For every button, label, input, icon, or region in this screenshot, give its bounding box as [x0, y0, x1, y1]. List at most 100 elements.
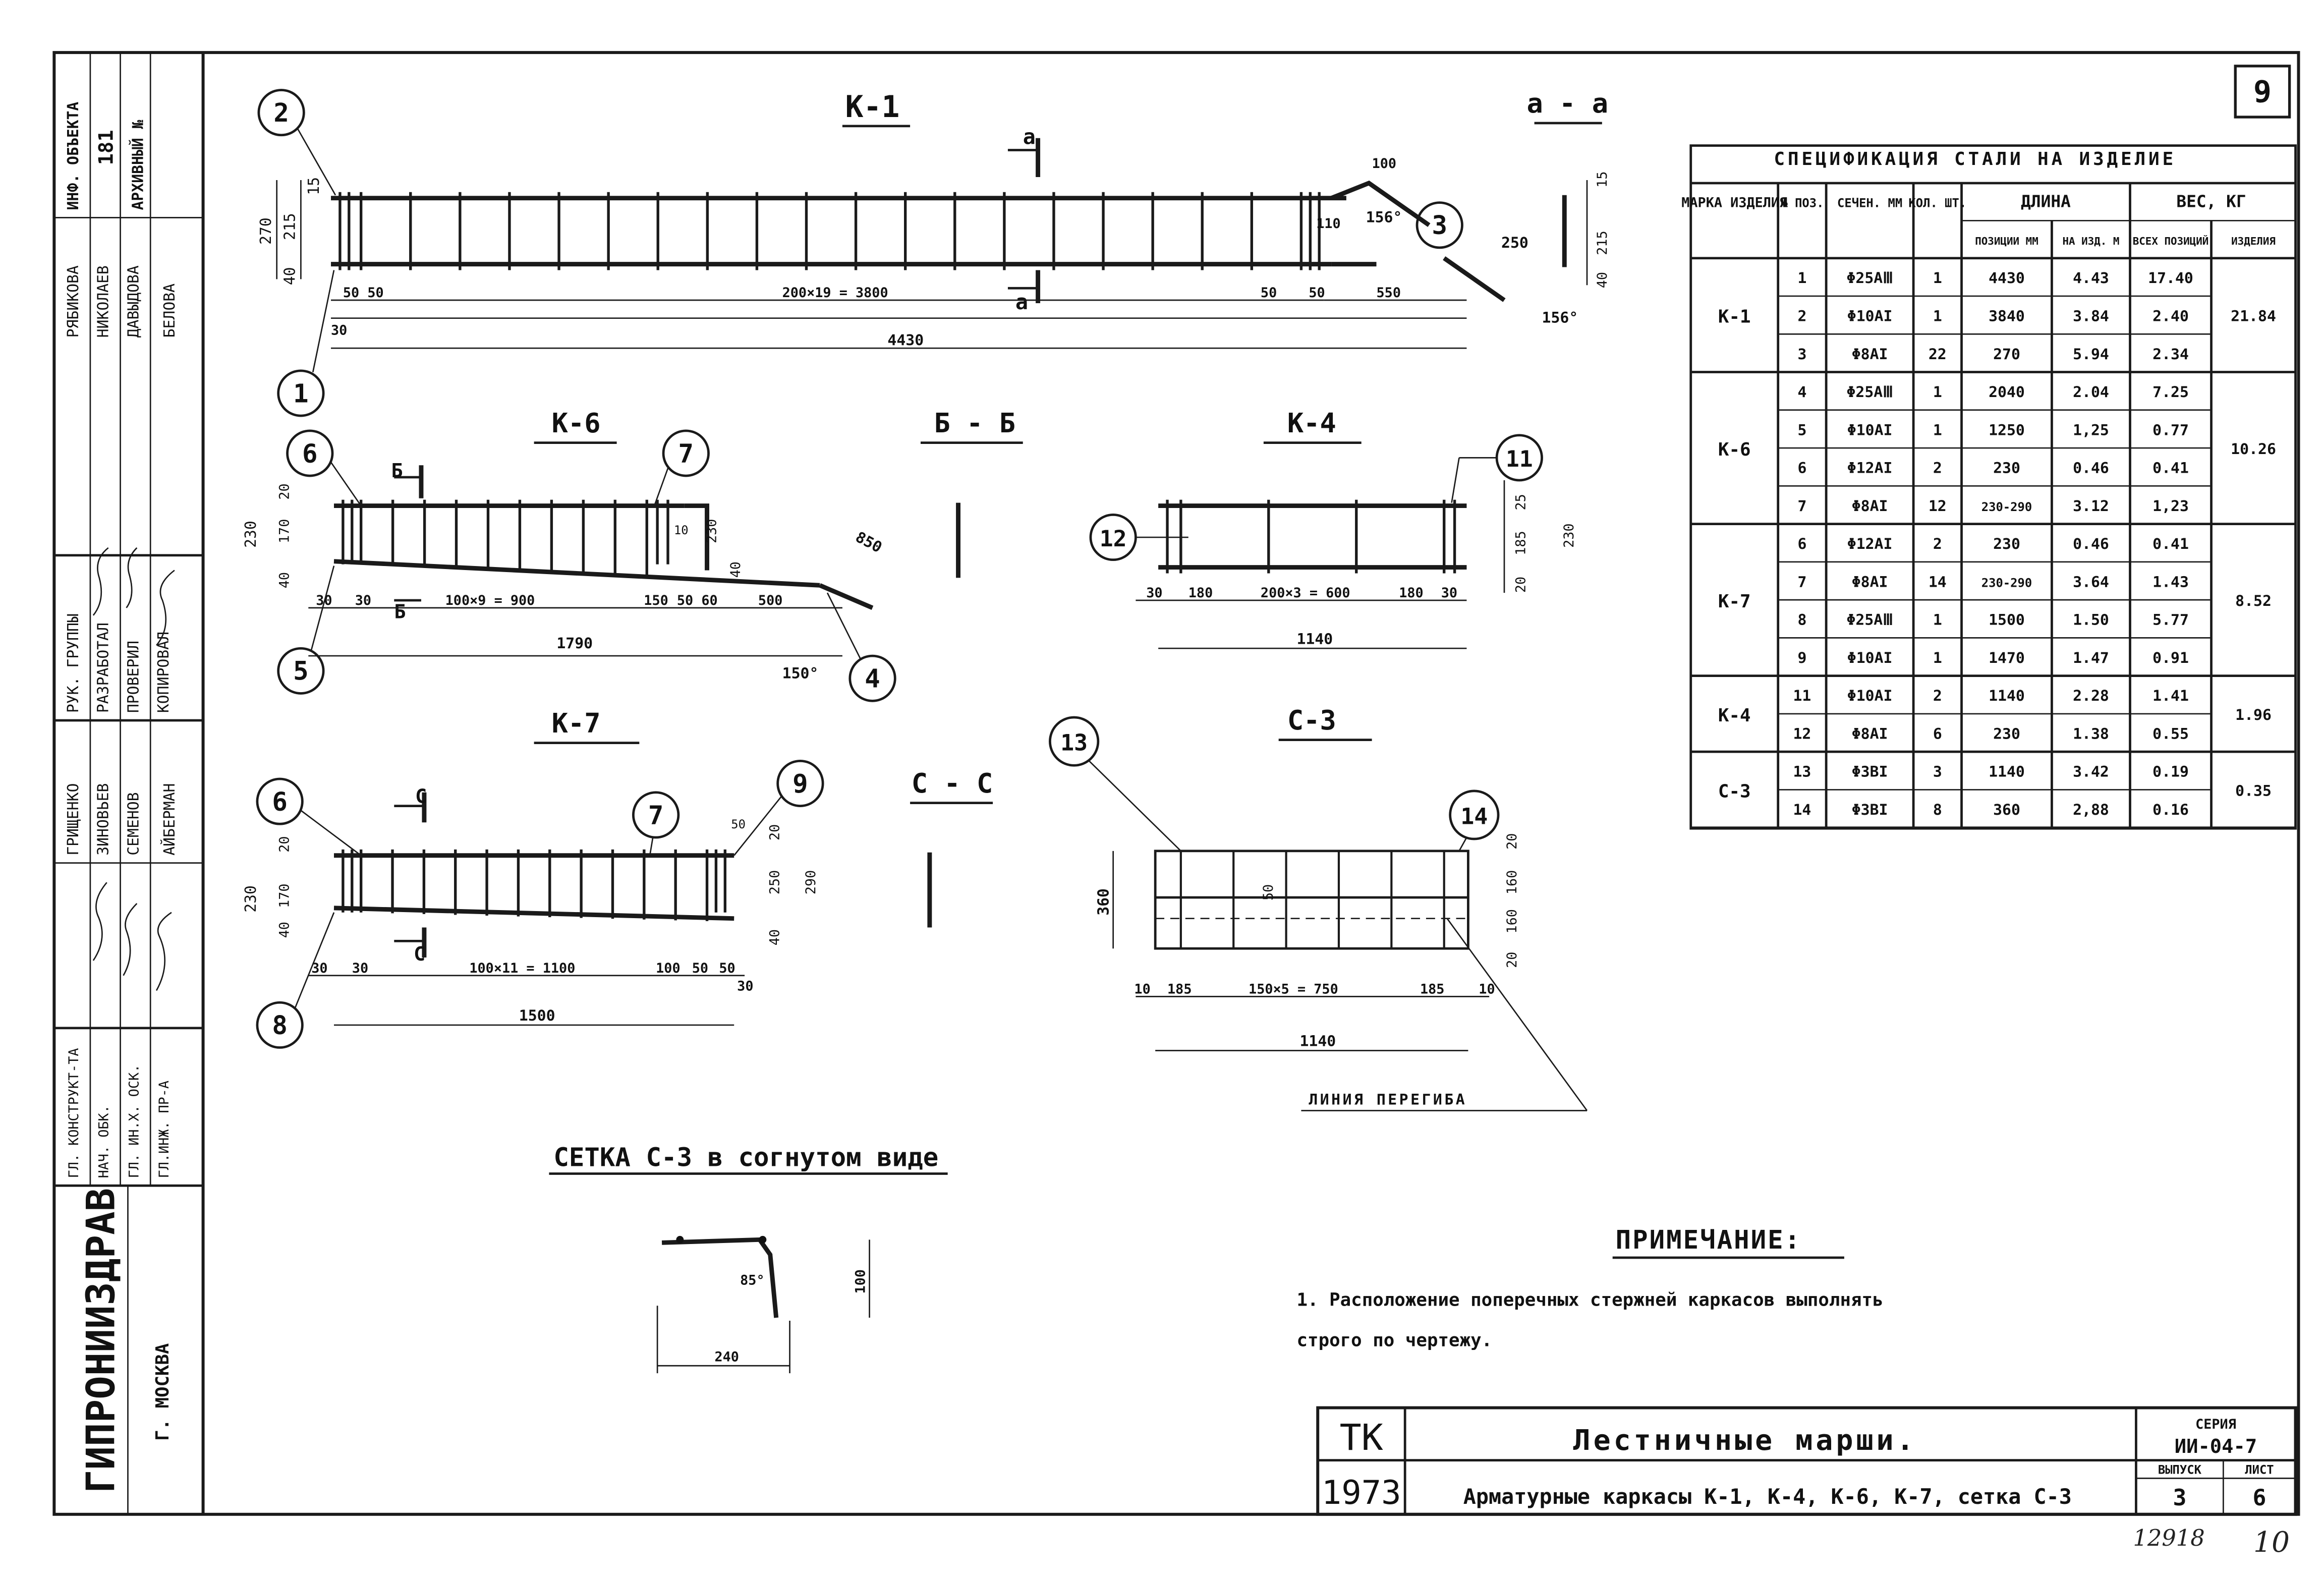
spec-cell-w: 7.25: [2152, 383, 2189, 401]
k1-marker-1: 1: [293, 378, 309, 408]
k1-dim-h-top: 15: [305, 177, 323, 195]
k7-dim-right-mid: 250: [767, 870, 783, 894]
note-block: ПРИМЕЧАНИЕ: 1. Расположение поперечных с…: [1296, 1225, 1883, 1350]
note-line-1: 1. Расположение поперечных стержней карк…: [1296, 1289, 1883, 1310]
k7-section-mark-bottom: С: [414, 943, 425, 966]
footer-page: 10: [2253, 1526, 2290, 1559]
k7-dim-right-total: 290: [803, 870, 819, 894]
title-main: Лестничные марши.: [1573, 1424, 1917, 1457]
k6-dim-right-bottom: 40: [728, 561, 744, 578]
spec-cell-qty: 1: [1933, 269, 1942, 287]
sheet-number: 9: [2253, 75, 2272, 109]
c3-marker-14: 14: [1460, 803, 1488, 829]
k6-dim-bend-len: 850: [853, 528, 885, 556]
spec-cell-sec: Φ25АⅢ: [1846, 269, 1893, 287]
k1-dim-hook-angle: 156°: [1366, 208, 1402, 226]
spec-group-mark: С-3: [1718, 781, 1751, 802]
k6-dim-h-inner: 170: [277, 519, 293, 543]
spec-cell-sec: Φ3ВI: [1852, 801, 1888, 819]
spec-cell-qty: 1: [1933, 308, 1942, 325]
drawing-k6: К-6 Б Б 230 170 20 40 230 10 40 30 30 10…: [242, 407, 1023, 702]
spec-cell-w: 2.34: [2152, 346, 2189, 363]
spec-cell-len-mm: 1140: [1989, 687, 2025, 705]
name-group-lead: РЯБИКОВА: [65, 265, 82, 337]
spec-cell-len-m: 5.94: [2073, 346, 2109, 363]
spec-cell-w: 0.16: [2152, 801, 2189, 819]
k1-dim-total: 4430: [887, 331, 924, 349]
spec-cell-len-m: 1.38: [2073, 725, 2109, 743]
title-block: ТК 1973 Лестничные марши. Арматурные кар…: [1316, 1406, 2297, 1516]
spec-cell-len-m: 2,88: [2073, 801, 2109, 819]
k4-cross-bars: [1166, 499, 1456, 574]
k7-title: К-7: [552, 707, 601, 739]
spec-cell-pos: 13: [1793, 763, 1811, 781]
spec-cell-len-m: 3.84: [2073, 308, 2109, 325]
title-subtitle: Арматурные каркасы К-1, К-4, К-6, К-7, с…: [1463, 1484, 2072, 1509]
drawing-c3-bent: СЕТКА С-3 в согнутом виде 85° 100 240: [549, 1143, 948, 1374]
c3-dim-r-top: 20: [1504, 833, 1520, 850]
sheet-value: 6: [2253, 1485, 2266, 1511]
spec-cell-w: 0.19: [2152, 763, 2189, 781]
spec-cell-qty: 1: [1933, 383, 1942, 401]
role-group-lead: РУК. ГРУППЫ: [65, 613, 82, 713]
name-chief-constructor: ГРИЩЕНКО: [65, 783, 82, 856]
spec-head-length-pos: ПОЗИЦИИ ММ: [1975, 235, 2038, 247]
k7-dim-h-bottom: 40: [277, 922, 293, 938]
k6-dim-right-h: 230: [704, 519, 719, 543]
k1-sec-h: 215: [1595, 231, 1610, 255]
spec-cell-sec: Φ8АI: [1852, 497, 1888, 515]
k7-dim-h-top: 20: [277, 836, 293, 853]
info-object-label: ИНФ. ОБЪЕКТА: [65, 102, 82, 210]
spec-cell-w: 0.55: [2152, 725, 2189, 743]
spec-head-section: СЕЧЕН. ММ: [1837, 196, 1902, 210]
k1-dim-gap-a: 50: [1261, 285, 1277, 301]
spec-cell-sec: Φ3ВI: [1852, 763, 1888, 781]
spec-head-mark: МАРКА ИЗДЕЛИЯ: [1681, 195, 1787, 211]
spec-group-total: 1.96: [2235, 706, 2272, 724]
spec-cell-len-mm: 1500: [1989, 611, 2025, 629]
spec-cell-pos: 11: [1793, 687, 1811, 705]
spec-cell-len-mm: 4430: [1989, 269, 2025, 287]
k7-section-mark-top: С: [415, 785, 427, 808]
k7-dim-h-inner: 170: [277, 884, 293, 908]
c3-bent-angle: 85°: [740, 1273, 764, 1288]
k7-dim-gap-c: 50: [719, 961, 735, 976]
spec-cell-w: 5.77: [2152, 611, 2189, 629]
spec-cell-pos: 7: [1797, 497, 1806, 515]
spec-cell-sec: Φ10АI: [1847, 649, 1893, 667]
spec-cell-w: 0.41: [2152, 460, 2189, 477]
spec-group-mark: К-1: [1718, 307, 1751, 327]
k1-dim-h-total: 270: [257, 217, 275, 245]
k1-title: К-1: [845, 90, 900, 125]
k1-section-title: а - а: [1526, 87, 1608, 119]
k6-dim-start-b: 30: [355, 593, 371, 608]
k6-dim-gap-a: 150: [644, 593, 668, 608]
k6-marker-4: 4: [865, 664, 880, 694]
info-object-number: 181: [95, 130, 118, 165]
role-dept-head: НАЧ. ОБК.: [96, 1105, 112, 1178]
note-title: ПРИМЕЧАНИЕ:: [1616, 1225, 1801, 1255]
spec-cell-len-m: 3.12: [2073, 497, 2109, 515]
c3-dim-edge-b: 185: [1420, 981, 1444, 997]
c3-dim-r-bottom: 20: [1504, 952, 1520, 968]
spec-cell-len-mm: 1250: [1989, 421, 2025, 439]
name-checked: ДАВЫДОВА: [125, 265, 142, 337]
drawing-k7: К-7 С С 230 170 20 40 20 250 290 40 50 3…: [242, 707, 993, 1049]
spec-cell-pos: 2: [1797, 308, 1806, 325]
role-chief-engineer-dept: ГЛ. ИН.Х. ОСК.: [126, 1064, 142, 1178]
spec-cell-pos: 7: [1797, 573, 1806, 591]
spec-cell-len-m: 1.50: [2073, 611, 2109, 629]
organization-name: ГИПРОНИИЗДРАВ: [79, 1188, 124, 1493]
role-chief-constructor: ГЛ. КОНСТРУКТ-ТА: [66, 1048, 82, 1178]
spec-cell-len-mm: 2040: [1989, 383, 2025, 401]
spec-cell-len-mm: 3840: [1989, 308, 2025, 325]
k4-dim-edge-a: 180: [1188, 585, 1213, 601]
k1-marker-3: 3: [1432, 210, 1448, 240]
spec-cell-pos: 12: [1793, 725, 1811, 743]
k6-dim-gap-b: 50 60: [677, 593, 718, 608]
drawing-k1: К-1 а а 270 215 15 40 50 50 200×19 = 380…: [257, 87, 1610, 417]
issue-label: ВЫПУСК: [2158, 1462, 2202, 1477]
c3-cross-bars: [1154, 851, 1469, 949]
spec-cell-sec: Φ8АI: [1852, 725, 1888, 743]
